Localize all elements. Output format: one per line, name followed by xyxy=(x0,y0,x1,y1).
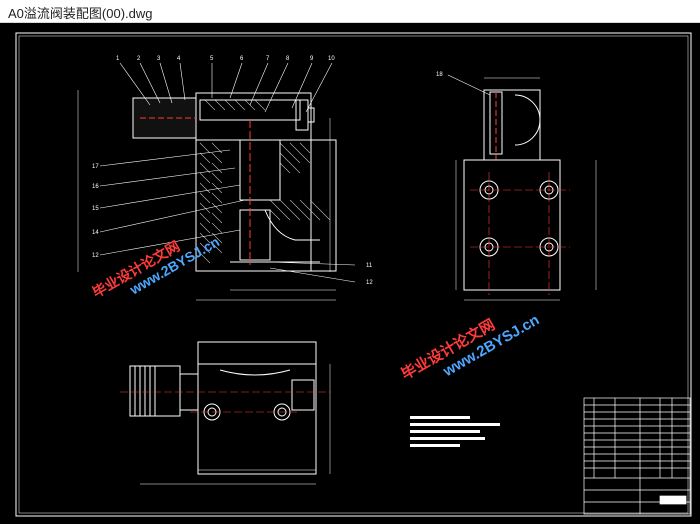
part-label-1: 1 xyxy=(116,56,120,62)
document-title: A0溢流阀装配图(00).dwg xyxy=(8,6,153,21)
part-label-12: 12 xyxy=(366,280,373,286)
sheet-inner-border xyxy=(18,35,689,514)
part-label-7: 7 xyxy=(266,56,270,62)
part-label-9: 9 xyxy=(310,56,314,62)
part-label-2: 2 xyxy=(137,56,141,62)
part-label-5: 5 xyxy=(210,56,214,62)
left-part-labels: 17 16 15 14 12 11 12 xyxy=(92,164,373,286)
side-view xyxy=(447,74,597,301)
part-label-14: 14 xyxy=(92,230,99,236)
part-label-3: 3 xyxy=(157,56,161,62)
technical-notes xyxy=(410,416,500,447)
top-view xyxy=(120,341,331,485)
title-block xyxy=(583,397,691,515)
part-label-8: 8 xyxy=(286,56,290,62)
top-part-labels: 1 2 3 4 5 6 7 8 9 10 xyxy=(116,56,335,62)
title-bar: A0溢流阀装配图(00).dwg xyxy=(0,0,700,23)
part-label-4: 4 xyxy=(177,56,181,62)
watermark-2: 毕业设计论文网 www.2BYSJ.cn xyxy=(398,311,542,383)
front-section-view xyxy=(77,90,337,301)
part-label-11: 11 xyxy=(366,263,373,269)
part-label-16: 16 xyxy=(92,184,99,190)
sheet-border xyxy=(15,32,692,517)
part-label-10: 10 xyxy=(328,56,335,62)
top-leaders xyxy=(119,62,333,113)
drawing-canvas[interactable]: 1 2 3 4 5 6 7 8 9 10 17 16 15 14 12 11 1… xyxy=(0,23,700,524)
part-label-6: 6 xyxy=(240,56,244,62)
part-label-12b: 12 xyxy=(92,253,99,259)
part-label-15: 15 xyxy=(92,206,99,212)
part-label-17: 17 xyxy=(92,164,99,170)
part-label-18: 18 xyxy=(436,72,443,78)
cad-viewport[interactable]: 1 2 3 4 5 6 7 8 9 10 17 16 15 14 12 11 1… xyxy=(0,23,700,524)
left-leaders xyxy=(99,149,356,283)
